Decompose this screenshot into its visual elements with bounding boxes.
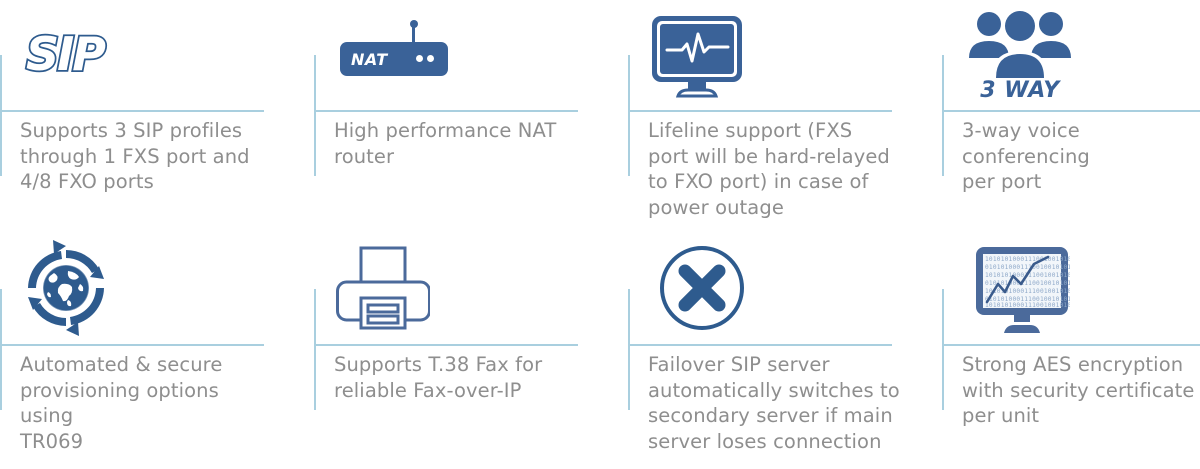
icon-area (18, 234, 268, 342)
icon-area (332, 234, 582, 342)
icon-area: NAT (332, 0, 582, 108)
horizontal-rule (0, 344, 264, 346)
nat-label: NAT (351, 49, 388, 69)
svg-text:01010100011100100101011: 01010100011100100101011 (985, 264, 1070, 271)
feature-caption: Failover SIP server automatically switch… (648, 353, 900, 453)
horizontal-rule (314, 344, 578, 346)
globe-refresh-icon (28, 240, 104, 336)
feature-cell-fax: Supports T.38 Fax for reliable Fax-over-… (314, 234, 628, 469)
vertical-rule (942, 55, 944, 176)
antenna-icon (409, 20, 418, 44)
vertical-rule (0, 55, 2, 176)
feature-cell-encryption: 10101010001110010010101 0101010001110010… (942, 234, 1200, 469)
feature-cell-provisioning: Automated & secure provisioning options … (0, 234, 314, 469)
svg-text:01010100011100100101010: 01010100011100100101010 (985, 280, 1070, 287)
icon-area: 10101010001110010010101 0101010001110010… (960, 234, 1200, 342)
three-way-label: 3 WAY (980, 77, 1060, 103)
x-circle-icon (660, 246, 744, 330)
feature-caption: High performance NAT router (334, 119, 557, 168)
sip-logo-icon: SIP (24, 27, 107, 81)
nat-router-icon: NAT (340, 20, 448, 76)
vertical-rule (628, 55, 630, 176)
vertical-rule (628, 289, 630, 410)
monitor-binary-chart-icon: 10101010001110010010101 0101010001110010… (976, 247, 1070, 333)
led-dots-icon (416, 55, 434, 62)
feature-caption: Strong AES encryption with security cert… (962, 353, 1195, 427)
feature-cell-sip: SIP Supports 3 SIP profiles through 1 FX… (0, 0, 314, 234)
icon-area (646, 0, 896, 108)
vertical-rule (0, 289, 2, 410)
horizontal-rule (0, 110, 264, 112)
svg-text:01010100011100100101011: 01010100011100100101011 (985, 296, 1070, 303)
printer-fax-icon (336, 246, 430, 330)
feature-caption: Supports 3 SIP profiles through 1 FXS po… (20, 119, 250, 193)
monitor-heartbeat-icon (652, 16, 742, 98)
horizontal-rule (942, 344, 1200, 346)
feature-caption: Supports T.38 Fax for reliable Fax-over-… (334, 353, 543, 402)
vertical-rule (942, 289, 944, 410)
feature-caption: Lifeline support (FXS port will be hard-… (648, 119, 890, 219)
icon-area: SIP (18, 0, 268, 108)
vertical-rule (314, 55, 316, 176)
svg-text:10101010001110010010101: 10101010001110010010101 (985, 288, 1070, 295)
icon-area (646, 234, 896, 342)
horizontal-rule (314, 110, 578, 112)
svg-text:10101010001110010010101: 10101010001110010010101 (985, 256, 1070, 263)
feature-cell-lifeline: Lifeline support (FXS port will be hard-… (628, 0, 942, 234)
feature-caption: 3-way voice conferencing per port (962, 119, 1090, 193)
icon-area: 3 WAY (960, 0, 1200, 108)
svg-text:10101010001110010010101: 10101010001110010010101 (985, 302, 1070, 309)
horizontal-rule (942, 110, 1200, 112)
feature-cell-failover: Failover SIP server automatically switch… (628, 234, 942, 469)
horizontal-rule (628, 344, 892, 346)
horizontal-rule (628, 110, 892, 112)
vertical-rule (314, 289, 316, 410)
feature-caption: Automated & secure provisioning options … (20, 353, 223, 453)
three-people-icon (969, 7, 1071, 78)
feature-cell-nat: NAT High performance NAT router (314, 0, 628, 234)
feature-cell-three-way: 3 WAY 3-way voice conferencing per port (942, 0, 1200, 234)
